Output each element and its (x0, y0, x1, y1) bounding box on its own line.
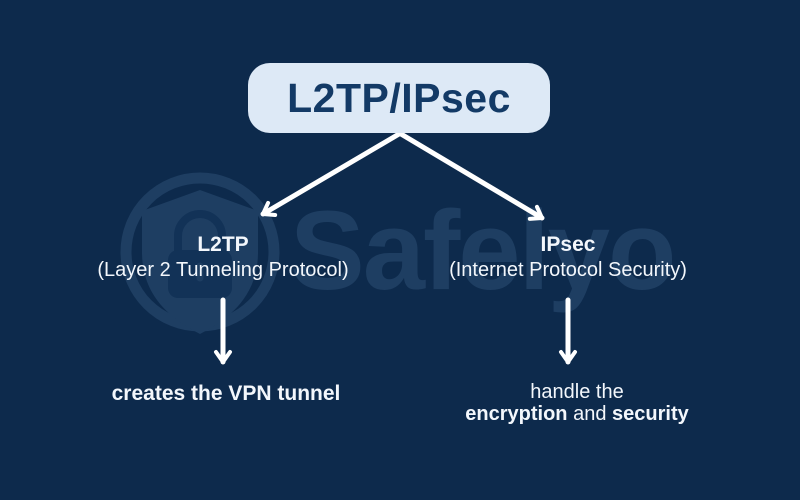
root-node-l2tp-ipsec: L2TP/IPsec (248, 63, 550, 133)
diagram-title: L2TP/IPsec (287, 74, 511, 121)
ipsec-role-connector: and (573, 403, 607, 425)
ipsec-full-name: (Internet Protocol Security) (449, 259, 687, 281)
ipsec-role-encryption: encryption (465, 403, 568, 425)
ipsec-label: IPsec (540, 233, 596, 256)
l2tp-label: L2TP (197, 233, 249, 256)
ipsec-role-security: security (612, 403, 689, 425)
ipsec-role-prefix: handle the (530, 381, 624, 403)
shield-lock-icon (120, 172, 280, 334)
arrow-to-ipsec (398, 131, 545, 221)
l2tp-full-name: (Layer 2 Tunneling Protocol) (97, 259, 349, 281)
arrow-to-l2tp (260, 131, 402, 217)
ipsec-role-text: handle the encryption and security (465, 381, 688, 425)
watermark-brand-text: Safelyo (290, 188, 674, 313)
l2tp-role-text: creates the VPN tunnel (111, 382, 341, 405)
